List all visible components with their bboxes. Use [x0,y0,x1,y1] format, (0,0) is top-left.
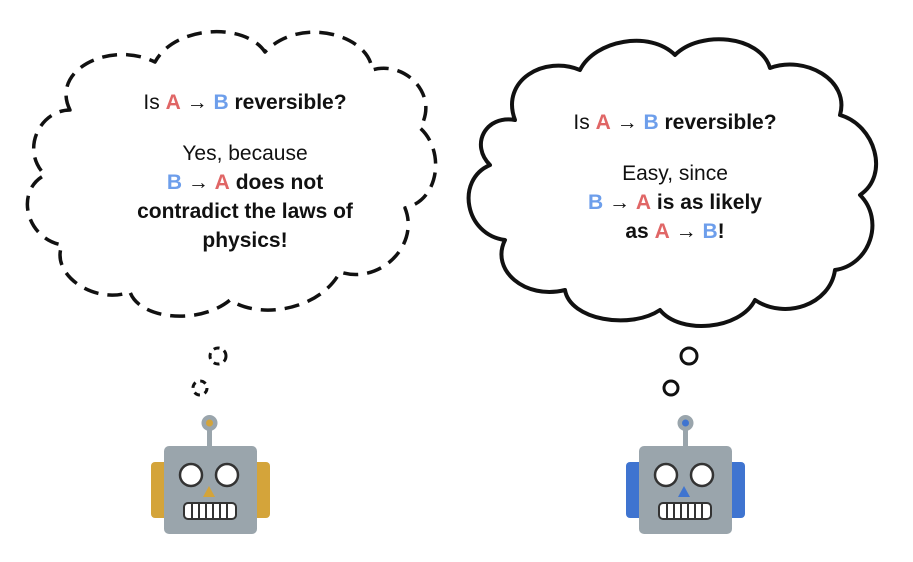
right-robot-icon [626,415,745,534]
right-question-b: B [643,111,659,134]
right-answer-line3-prefix: as [625,220,649,243]
right-answer-line3: as A → B! [500,217,850,246]
right-thought-dot-small [662,379,680,397]
right-answer-b: B [588,191,604,214]
right-answer-line3-suffix: ! [717,220,725,243]
left-question-b: B [213,91,229,114]
left-answer-line1: Yes, because [182,142,308,165]
right-question-arrow: → [616,111,638,134]
right-answer-line3-arrow: → [675,220,697,243]
right-answer-line3-a: A [654,220,670,243]
right-answer-line2: B → A is as likely [500,188,850,217]
left-answer-line4: physics! [202,229,288,252]
right-answer-line3-b: B [702,220,718,243]
left-question: Is A → B reversible? [60,88,430,117]
right-thought-cloud [466,37,878,328]
right-answer-line1: Easy, since [622,162,728,185]
left-thought-cloud [25,29,438,318]
left-answer-b: B [166,171,182,194]
right-question-a: A [595,111,611,134]
right-question-prefix: Is [573,111,590,134]
left-answer-line3: contradict the laws of [137,200,353,223]
left-question-suffix: reversible? [234,91,347,114]
left-thought-dot-small [191,379,209,397]
left-answer-line2-suffix: does not [235,171,324,194]
right-question: Is A → B reversible? [500,108,850,137]
right-thought-text: Is A → B reversible? Easy, since B → A i… [500,108,850,246]
left-robot-icon [151,415,270,534]
left-question-prefix: Is [143,91,160,114]
left-answer-a: A [214,171,230,194]
right-answer-arrow: → [609,191,631,214]
left-thought-text: Is A → B reversible? Yes, because B → A … [60,88,430,255]
right-answer-a: A [635,191,652,214]
right-question-suffix: reversible? [664,111,777,134]
left-answer-arrow: → [187,171,209,194]
right-answer-line2-suffix: is as likely [656,191,762,214]
right-thought-dot-large [679,346,699,366]
left-answer-line2: B → A does not [60,168,430,197]
left-question-arrow: → [186,91,208,114]
left-thought-dot-large [208,346,228,366]
left-question-a: A [165,91,181,114]
